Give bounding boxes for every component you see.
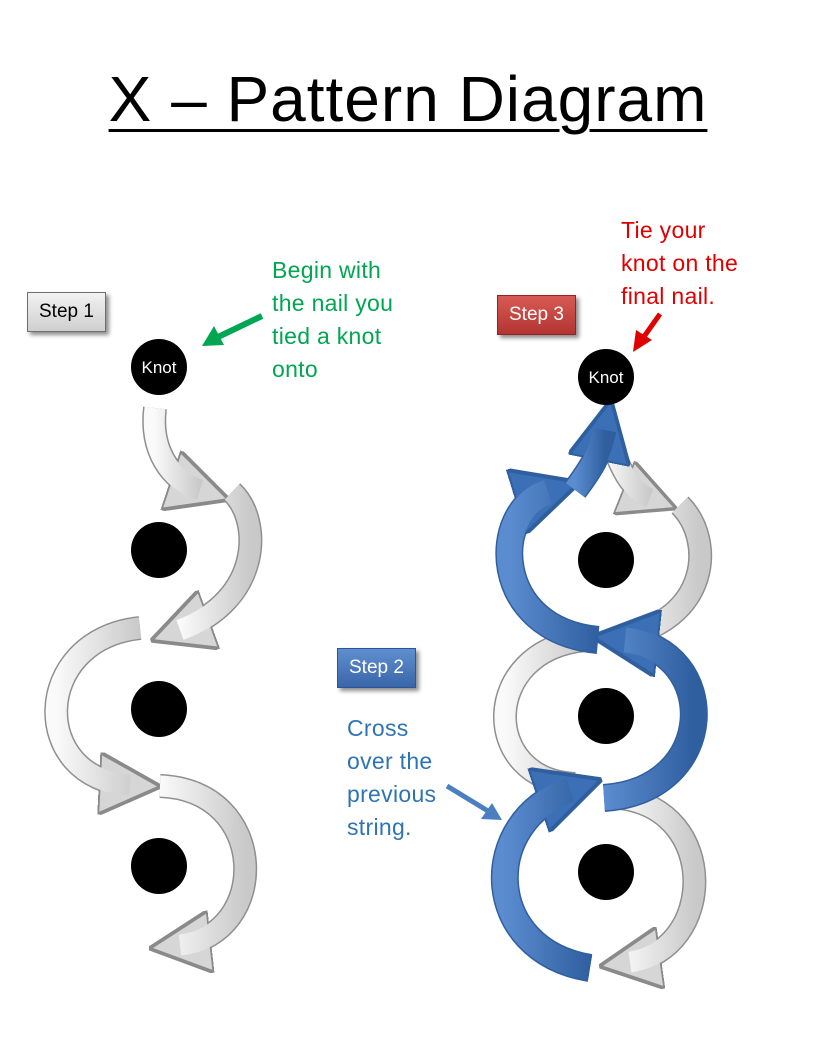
red-pointer-arrow (633, 312, 663, 352)
right-blue-arrows (490, 430, 708, 982)
cross-over-note: Cross over the previous string. (347, 715, 437, 840)
knot-nail-left-label: Knot (142, 358, 177, 377)
step-3-label: Step 3 (497, 295, 576, 335)
blue-pointer-arrow (445, 783, 502, 820)
green-pointer-arrow (202, 313, 264, 346)
begin-note: Begin with the nail you tied a knot onto (272, 257, 394, 382)
knot-nail-left (131, 339, 187, 395)
final-nail-note: Tie your knot on the final nail. (621, 217, 739, 309)
knot-nail-right-label: Knot (589, 368, 624, 387)
nail-left-3 (131, 681, 187, 737)
knot-nail-right (578, 349, 634, 405)
step-2-label: Step 2 (337, 648, 416, 688)
nail-left-2 (131, 522, 187, 578)
page-title: X – Pattern Diagram (108, 63, 708, 135)
left-gray-arrows (44, 406, 263, 945)
nail-right-4 (578, 844, 634, 900)
nail-right-3 (578, 688, 634, 744)
step-1-label: Step 1 (27, 292, 106, 332)
nail-left-4 (131, 838, 187, 894)
nail-right-2 (578, 532, 634, 588)
